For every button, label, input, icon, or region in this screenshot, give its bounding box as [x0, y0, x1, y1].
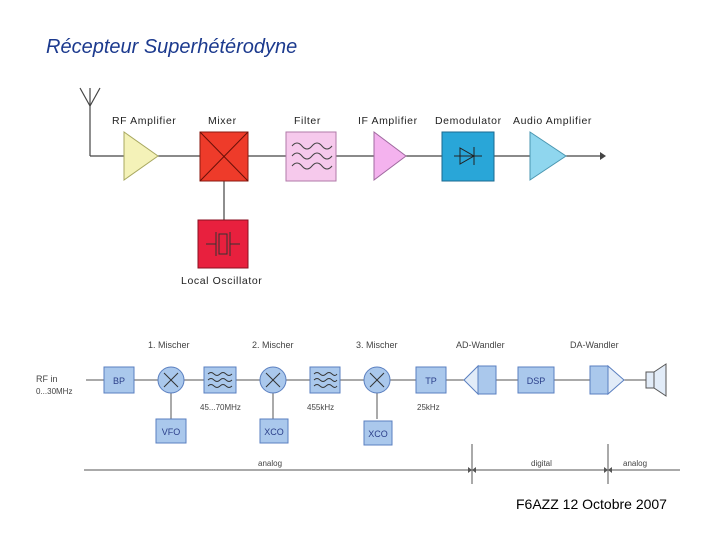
rf-in-range-label: 0...30MHz	[36, 387, 72, 396]
rf-amplifier-symbol	[123, 131, 159, 181]
digital-label: digital	[531, 459, 552, 468]
mixer-symbol	[199, 131, 249, 182]
footer-credit: F6AZZ 12 Octobre 2007	[516, 496, 667, 512]
superhet-block-diagram: RF Amplifier Mixer Filter IF Amplifier D…	[79, 87, 606, 287]
da-converter-icon	[589, 364, 625, 396]
signal-path	[90, 155, 600, 220]
mixer3-icon	[363, 366, 391, 394]
xco1-box	[259, 418, 289, 444]
filter-symbol	[285, 131, 337, 182]
mischer2-label: 2. Mischer	[252, 340, 294, 350]
local-oscillator-symbol	[197, 219, 249, 269]
tp-box	[415, 366, 447, 394]
mixer1-icon	[157, 366, 185, 394]
audio-amplifier-symbol	[529, 131, 567, 181]
filter-label: Filter	[294, 115, 321, 127]
mischer3-label: 3. Mischer	[356, 340, 398, 350]
vfo-label: VFO	[162, 427, 181, 437]
rf-amplifier-label: RF Amplifier	[112, 115, 176, 127]
dsp-label: DSP	[527, 376, 546, 386]
ad-wandler-label: AD-Wandler	[456, 340, 505, 350]
mixer2-icon	[259, 366, 287, 394]
analog-right-label: analog	[623, 459, 647, 468]
da-wandler-label: DA-Wandler	[570, 340, 619, 350]
if-amplifier-label: IF Amplifier	[358, 115, 418, 127]
filter1-icon	[203, 366, 237, 394]
tp-label: TP	[425, 376, 437, 386]
filter2-freq-label: 455kHz	[307, 403, 334, 412]
vfo-box	[155, 418, 187, 444]
ad-converter-icon	[463, 364, 497, 396]
demodulator-symbol	[441, 131, 495, 182]
local-oscillator-label: Local Oscillator	[181, 275, 262, 287]
triple-conversion-diagram: BP TP DSP	[36, 340, 680, 484]
dsp-box	[517, 366, 555, 394]
filter2-icon	[309, 366, 341, 394]
audio-amplifier-label: Audio Amplifier	[513, 115, 592, 127]
xco2-box	[363, 420, 393, 446]
filter1-freq-label: 45...70MHz	[200, 403, 241, 412]
analog-left-label: analog	[258, 459, 282, 468]
mischer1-label: 1. Mischer	[148, 340, 190, 350]
signal-path	[84, 379, 680, 484]
slide-title: Récepteur Superhétérodyne	[46, 36, 298, 58]
xco1-label: XCO	[264, 427, 284, 437]
tp-freq-label: 25kHz	[417, 403, 440, 412]
if-amplifier-symbol	[373, 131, 407, 181]
bp-label: BP	[113, 376, 125, 386]
demodulator-label: Demodulator	[435, 115, 502, 127]
speaker-icon	[645, 363, 667, 397]
rf-in-label: RF in	[36, 374, 58, 384]
bp-box	[103, 366, 135, 394]
output-arrow-icon	[600, 152, 606, 160]
antenna-icon	[79, 87, 101, 156]
domain-arrows	[468, 467, 612, 473]
mixer-label: Mixer	[208, 115, 237, 127]
xco2-label: XCO	[368, 429, 388, 439]
